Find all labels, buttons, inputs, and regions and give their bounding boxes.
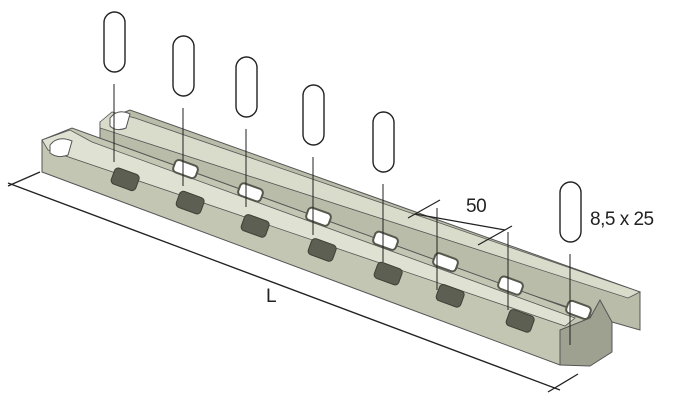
length-dimension-line (7, 182, 561, 391)
length-label: L (266, 286, 277, 307)
pitch-dimension-line (414, 213, 506, 231)
front-rail-slot (175, 190, 205, 215)
back-rail-flange (99, 111, 642, 299)
slot-oval-icon (172, 35, 195, 97)
back-rail-slot (432, 252, 459, 273)
length-extension-left (7, 171, 41, 187)
front-rail-slot (373, 261, 403, 286)
slot-oval-icon (302, 84, 325, 146)
front-rail-slot (435, 283, 465, 308)
length-extension-right (547, 373, 579, 393)
front-rail-slot (505, 309, 535, 333)
front-rail-slot (240, 214, 270, 238)
end-notch-back (109, 111, 131, 131)
end-notch-front (49, 138, 73, 158)
slot-oval-icon (559, 181, 582, 243)
back-rail-slot (237, 182, 264, 203)
rail-end-profile (559, 298, 613, 367)
front-rail-slot (110, 167, 140, 192)
slot-oval-icon (372, 111, 395, 173)
front-rail-flange (41, 129, 576, 327)
front-rail-slot (307, 238, 337, 262)
pitch-label: 50 (466, 196, 487, 217)
slot-oval-icon (235, 56, 258, 118)
slot-symbols (103, 11, 582, 243)
slot-size-label: 8,5 x 25 (590, 209, 654, 230)
rail-holes (110, 158, 592, 333)
slot-oval-icon (103, 11, 126, 73)
back-rail-slot (565, 299, 592, 321)
back-rail-slot (305, 206, 332, 227)
leader-lines (113, 84, 571, 345)
pitch-extension-left (407, 199, 441, 219)
pitch-extension-right (477, 225, 513, 246)
